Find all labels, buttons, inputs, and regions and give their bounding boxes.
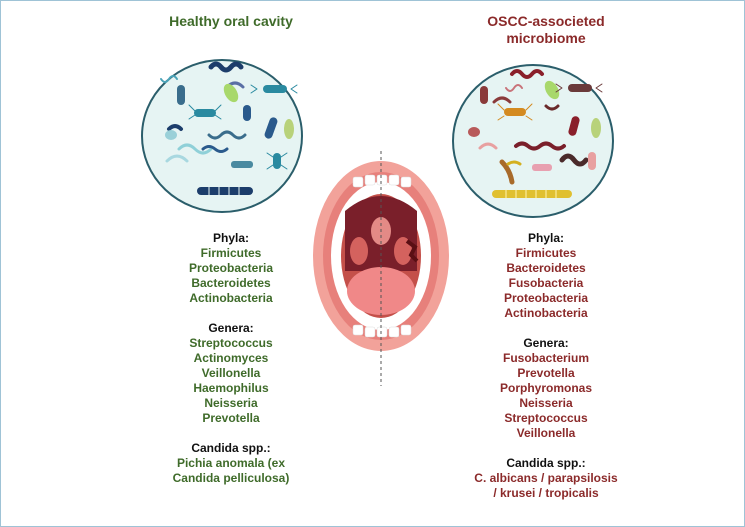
oscc-phylum: Actinobacteria	[504, 306, 588, 320]
healthy-genera-label: Genera:	[208, 321, 254, 335]
open-mouth-icon	[313, 151, 449, 386]
healthy-phyla-label: Phyla:	[212, 231, 249, 245]
oscc-candida-line: / krusei / tropicalis	[493, 486, 599, 500]
healthy-genus: Streptococcus	[189, 336, 273, 350]
healthy-microbiome-list: Phyla: Firmicutes Proteobacteria Bactero…	[131, 231, 331, 486]
oscc-phylum: Fusobacteria	[508, 276, 584, 290]
oscc-genus: Neisseria	[519, 396, 573, 410]
healthy-phylum: Actinobacteria	[189, 291, 273, 305]
healthy-candida-line: Pichia anomala (ex	[176, 456, 286, 470]
oscc-candida-label: Candida spp.:	[506, 456, 586, 470]
healthy-title: Healthy oral cavity	[169, 13, 293, 29]
oscc-title: OSCC-associeted microbiome	[441, 13, 651, 47]
healthy-microbiome-circle-icon	[141, 59, 303, 213]
healthy-genus: Veillonella	[201, 366, 261, 380]
oscc-microbiome-list: Phyla: Firmicutes Bacteroidetes Fusobact…	[436, 231, 656, 501]
oscc-genus: Porphyromonas	[499, 381, 592, 395]
oscc-title-line2: microbiome	[506, 30, 586, 46]
healthy-genus: Neisseria	[204, 396, 258, 410]
healthy-phylum: Firmicutes	[200, 246, 262, 260]
oscc-phylum: Firmicutes	[515, 246, 577, 260]
oscc-genus: Fusobacterium	[502, 351, 589, 365]
healthy-candida-line: Candida pelliculosa)	[172, 471, 290, 485]
oscc-genera-label: Genera:	[523, 336, 569, 350]
oscc-candida-line: C. albicans / parapsilosis	[474, 471, 618, 485]
healthy-phylum: Bacteroidetes	[191, 276, 271, 290]
oscc-microbiome-circle-icon	[452, 64, 614, 218]
healthy-genus: Actinomyces	[193, 351, 269, 365]
oscc-title-line1: OSCC-associeted	[487, 13, 605, 29]
healthy-genus: Haemophilus	[193, 381, 269, 395]
oscc-phylum: Proteobacteria	[503, 291, 589, 305]
oscc-genus: Streptococcus	[504, 411, 588, 425]
oscc-genus: Prevotella	[517, 366, 575, 380]
oscc-phylum: Bacteroidetes	[506, 261, 586, 275]
healthy-genus: Prevotella	[202, 411, 260, 425]
oscc-phyla-label: Phyla:	[527, 231, 564, 245]
healthy-candida-label: Candida spp.:	[191, 441, 271, 455]
healthy-phylum: Proteobacteria	[188, 261, 274, 275]
oscc-genus: Veillonella	[516, 426, 576, 440]
